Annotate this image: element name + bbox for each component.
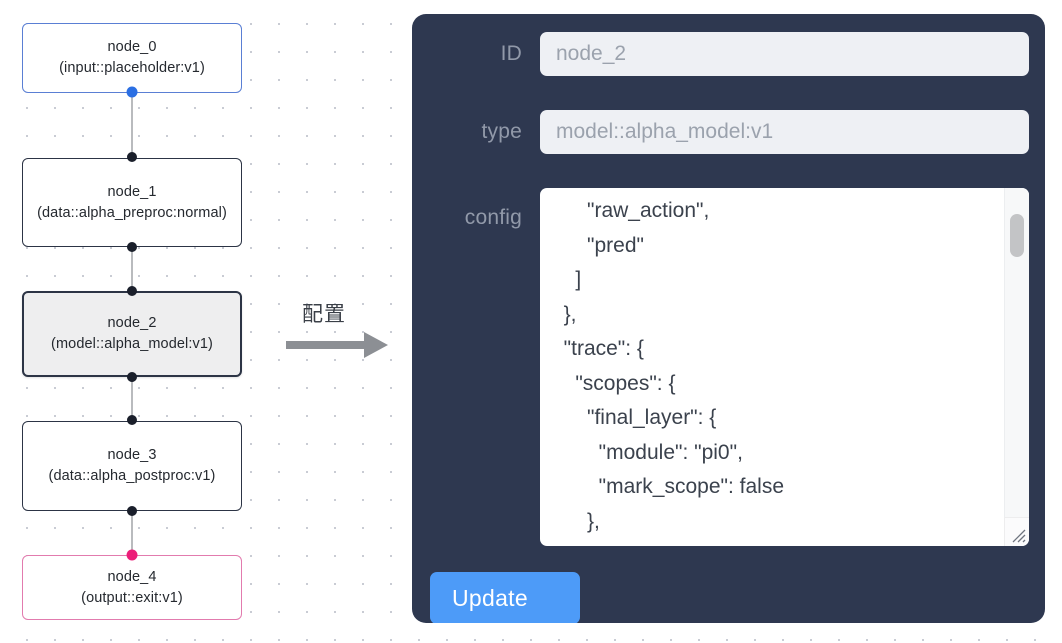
node-label: node_2(model::alpha_model:v1) [51,315,213,352]
node-label: node_0(input::placeholder:v1) [59,39,205,76]
config-field-row: config [428,188,1029,546]
config-label: config [464,206,522,229]
node-handle-target-node_2[interactable] [127,286,137,296]
node-handle-target-node_3[interactable] [127,415,137,425]
right-arrow-icon [286,332,388,358]
graph-node-node_2[interactable]: node_2(model::alpha_model:v1) [22,291,242,377]
graph-node-node_1[interactable]: node_1(data::alpha_preproc:normal) [22,158,242,247]
node-handle-target-node_1[interactable] [127,152,137,162]
resize-handle-icon[interactable] [1004,517,1029,546]
id-input[interactable] [540,32,1029,76]
node-handle-source-node_2[interactable] [127,372,137,382]
flow-arrow-group: 配置 [286,298,396,360]
config-textarea-wrap [540,188,1029,546]
type-field-row: type [428,110,1029,154]
node-label: node_1(data::alpha_preproc:normal) [37,183,227,221]
graph-node-node_3[interactable]: node_3(data::alpha_postproc:v1) [22,421,242,511]
node-handle-source-node_3[interactable] [127,506,137,516]
type-label: type [481,120,522,143]
id-label: ID [500,42,522,65]
edge-node1-node2 [131,246,133,292]
config-scrollbar[interactable] [1004,188,1029,518]
id-field-row: ID [428,32,1029,76]
type-input[interactable] [540,110,1029,154]
edge-node2-node3 [131,376,133,421]
node-config-panel: ID type config Update [412,14,1045,623]
config-scrollbar-thumb[interactable] [1010,214,1024,257]
node-label: node_3(data::alpha_postproc:v1) [48,447,216,484]
update-button[interactable]: Update [430,572,580,623]
node-label: node_4(output::exit:v1) [81,568,183,606]
config-textarea[interactable] [540,188,1005,546]
graph-node-node_0[interactable]: node_0(input::placeholder:v1) [22,23,242,93]
node-handle-source-node_0[interactable] [126,86,138,98]
edge-node3-node4 [131,510,133,555]
edge-node0-node1 [131,90,133,158]
graph-node-node_4[interactable]: node_4(output::exit:v1) [22,555,242,620]
flow-arrow-label: 配置 [302,302,346,326]
node-handle-source-node_1[interactable] [127,242,137,252]
node-handle-target-node_4[interactable] [126,549,138,561]
